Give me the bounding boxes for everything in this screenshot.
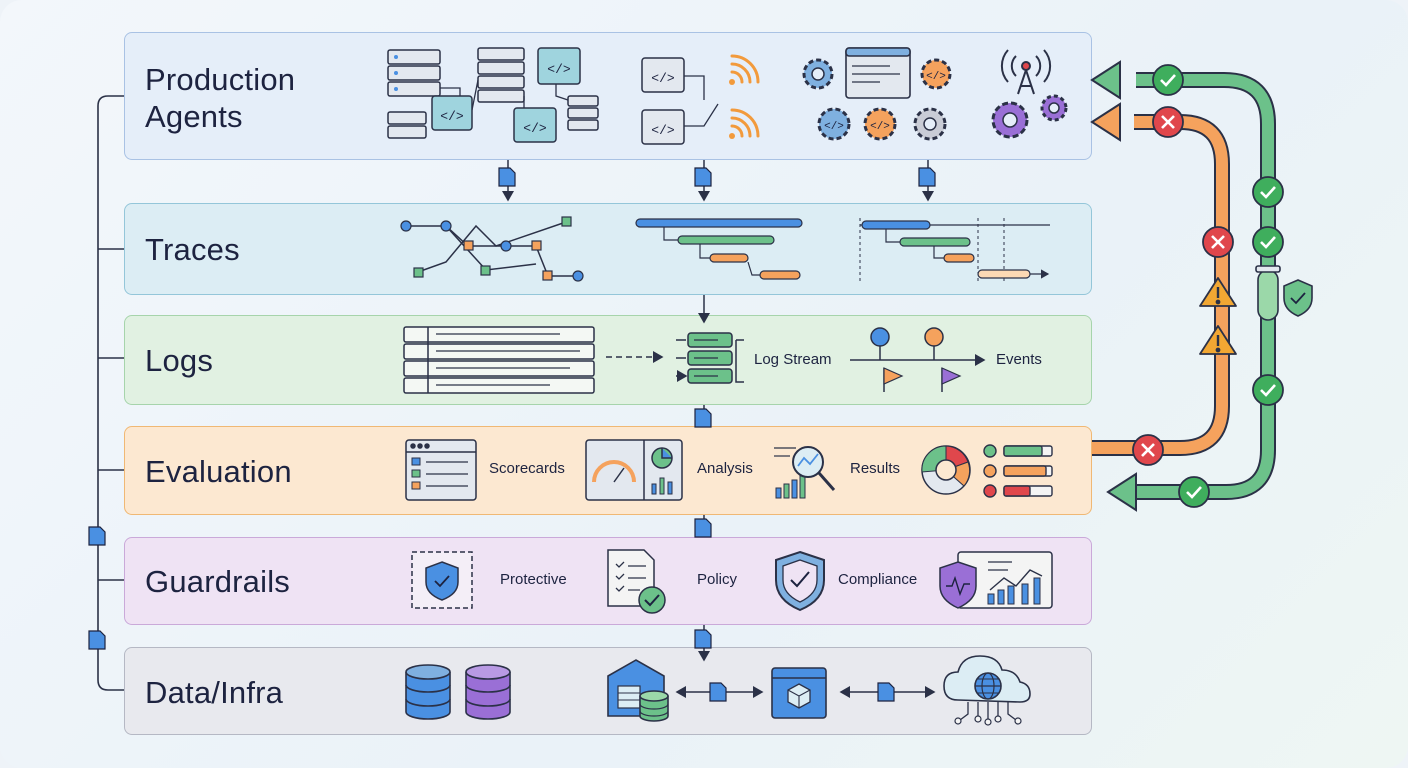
layer-title-production-agents: Production Agents	[145, 62, 296, 134]
doc-icon	[88, 526, 106, 650]
layer-traces: Traces	[124, 203, 1092, 295]
wireless-signal-icon	[729, 54, 760, 139]
event-pin-icon	[870, 327, 944, 360]
compliance-shield-icon	[775, 550, 825, 612]
layer-title-traces: Traces	[145, 232, 240, 267]
layer-title-data-infra: Data/Infra	[145, 675, 284, 710]
error-icon	[1132, 106, 1234, 466]
server-stack-icon	[387, 47, 599, 139]
trace-graph-icon	[400, 216, 584, 282]
log-table-icon	[403, 326, 595, 394]
label-results: Results	[850, 460, 901, 477]
left-bracket	[97, 95, 124, 691]
doc-icon	[498, 167, 936, 649]
fail-feedback-loop	[1090, 102, 1230, 456]
cloud-network-icon	[943, 655, 1031, 726]
label-analysis: Analysis	[697, 460, 753, 477]
timeline-trace-icon	[859, 218, 1050, 282]
layer-title-logs: Logs	[145, 343, 214, 378]
compliance-report-icon	[939, 551, 1053, 609]
terminal-window-icon	[845, 47, 911, 99]
policy-document-icon	[607, 549, 666, 614]
svg-text:</>: </>	[870, 121, 890, 133]
code-window-icon: </> </> </>	[431, 47, 581, 143]
svg-text:</>: </>	[651, 123, 675, 138]
svg-text:</>: </>	[926, 71, 946, 83]
warning-icon	[1199, 277, 1237, 355]
label-events: Events	[996, 351, 1042, 368]
antenna-icon	[1000, 49, 1052, 95]
database-icon	[405, 664, 511, 720]
gantt-trace-icon	[635, 218, 803, 280]
container-box-icon	[771, 667, 827, 719]
warehouse-icon	[607, 659, 669, 722]
event-flag-icon	[883, 367, 962, 392]
magnifier-analytics-icon	[774, 446, 836, 499]
layer-production-agents: Production Agents	[124, 32, 1092, 160]
label-policy: Policy	[697, 571, 738, 588]
layer-title-guardrails: Guardrails	[145, 564, 290, 599]
log-stream-stack-icon	[676, 332, 744, 383]
code-window-icon: </> </>	[641, 57, 719, 145]
check-icon	[1152, 64, 1284, 508]
layer-connectors	[502, 160, 934, 662]
test-tube-icon	[1255, 265, 1281, 321]
layer-title-evaluation: Evaluation	[145, 454, 292, 489]
svg-text:</>: </>	[523, 121, 547, 136]
doc-icon	[709, 682, 895, 702]
svg-text:</>: </>	[651, 71, 675, 86]
label-protective: Protective	[500, 571, 567, 588]
result-gauge-icon	[921, 445, 971, 495]
label-compliance: Compliance	[838, 571, 918, 588]
gear-icon: </> </> </>	[802, 58, 1068, 141]
scorecard-window-icon	[405, 439, 477, 501]
label-scorecards: Scorecards	[489, 460, 565, 477]
results-status-list-icon	[983, 444, 1053, 498]
shield-check-icon	[1283, 279, 1313, 317]
svg-text:</>: </>	[440, 109, 464, 124]
label-log-stream: Log Stream	[754, 351, 832, 368]
svg-text:</>: </>	[547, 62, 571, 77]
protective-shield-icon	[411, 551, 473, 609]
dashboard-gauge-icon	[585, 439, 683, 501]
svg-text:</>: </>	[824, 121, 844, 133]
